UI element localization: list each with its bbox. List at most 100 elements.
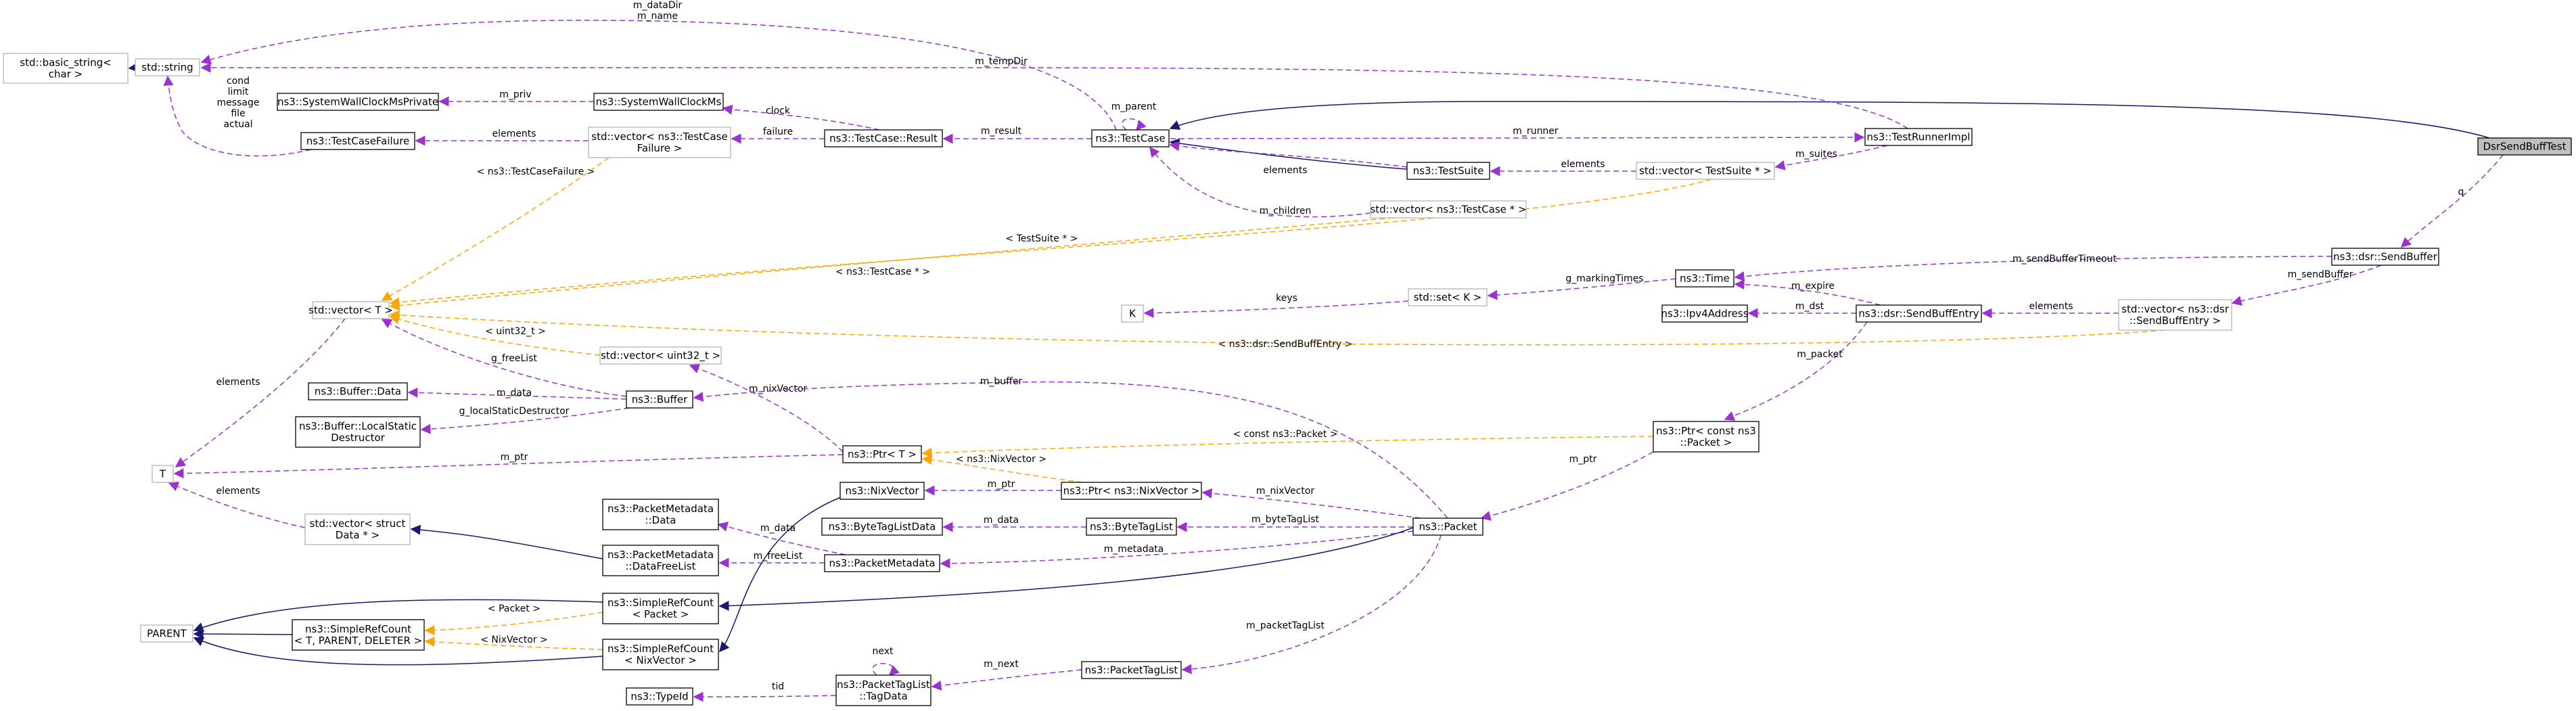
node-box (1121, 304, 1144, 323)
class-node-simplerefcount-packet[interactable]: ns3::SimpleRefCount< Packet > (602, 593, 719, 624)
edge-line (1170, 132, 1865, 143)
class-node-ptr-nixvector[interactable]: ns3::Ptr< ns3::NixVector > (1061, 482, 1202, 500)
class-node-vector-t[interactable]: std::vector< T > (308, 301, 393, 319)
class-node-packetmetadata-data[interactable]: ns3::PacketMetadata::Data (602, 499, 719, 530)
class-node-testsuite[interactable]: ns3::TestSuite (1406, 162, 1490, 180)
node-label: ns3::TestCaseFailure (306, 135, 410, 147)
class-node-testcasefailure[interactable]: ns3::TestCaseFailure (300, 132, 415, 150)
edge-line (175, 318, 346, 467)
class-node-bytetaglist[interactable]: ns3::ByteTagList (1086, 518, 1177, 536)
class-node-time[interactable]: ns3::Time (1675, 269, 1734, 288)
class-node-ipv4address[interactable]: ns3::Ipv4Address (1661, 304, 1749, 323)
class-node-testrunnerimpl[interactable]: ns3::TestRunnerImpl (1864, 128, 1973, 146)
inheritance-edge (193, 628, 293, 639)
node-label: ns3::Packet (1419, 521, 1477, 533)
edge-label: clock (766, 106, 791, 116)
usage-edge: elements (175, 318, 346, 467)
edge-line (168, 482, 306, 528)
node-label: std::set< K > (1414, 292, 1482, 304)
class-node-vector-sendbuffentry[interactable]: std::vector< ns3::dsr::SendBuffEntry > (2118, 299, 2232, 331)
class-node-testcase-result[interactable]: ns3::TestCase::Result (824, 129, 943, 147)
class-node-k[interactable]: K (1121, 304, 1144, 323)
edge-label: keys (1276, 293, 1297, 304)
class-node-typeid[interactable]: ns3::TypeId (626, 687, 693, 706)
class-node-packet[interactable]: ns3::Packet (1412, 518, 1484, 536)
edge-line (200, 62, 1908, 129)
usage-edge: m_data (942, 515, 1086, 532)
class-node-packettaglist[interactable]: ns3::PacketTagList (1081, 661, 1182, 679)
usage-edge: m_nixVector (689, 363, 844, 453)
node-box (599, 346, 722, 365)
usage-edge: m_children (1149, 146, 1371, 218)
edge-line (1734, 279, 1881, 306)
class-node-vector-uint32[interactable]: std::vector< uint32_t > (599, 346, 722, 365)
node-label: ns3::TestSuite (1413, 165, 1484, 177)
edge-label: actual (223, 119, 252, 130)
node-box (593, 93, 724, 111)
class-node-testcase[interactable]: ns3::TestCase (1091, 129, 1170, 147)
edge-label: < ns3::NixVector > (956, 454, 1046, 465)
edge-line (1169, 101, 2490, 139)
template-edge: < ns3::TestCase * > (389, 217, 1394, 311)
class-node-buffer[interactable]: ns3::Buffer (626, 390, 693, 409)
edge-label: m_dst (1795, 301, 1824, 312)
edge-label: m_name (637, 11, 678, 22)
class-node-basic-string[interactable]: std::basic_string<char > (3, 53, 129, 84)
edge-line (722, 104, 880, 131)
class-node-simplerefcount-tpd[interactable]: ns3::SimpleRefCount< T, PARENT, DELETER … (292, 619, 425, 651)
class-node-ptr-const-packet[interactable]: ns3::Ptr< const ns3::Packet > (1653, 421, 1760, 453)
class-node-dsrsendbufftest[interactable]: DsrSendBuffTest (2477, 137, 2572, 156)
inheritance-edge (1169, 101, 2490, 139)
class-node-sendbuffer[interactable]: ns3::dsr::SendBuffer (2331, 248, 2439, 266)
usage-edge: m_ptr (924, 479, 1061, 496)
class-node-buffer-data[interactable]: ns3::Buffer::Data (308, 382, 408, 400)
node-label: ::Data (645, 514, 676, 526)
usage-edge: elements (415, 129, 589, 146)
edge-label: < const ns3::Packet > (1233, 429, 1337, 440)
class-node-set-k[interactable]: std::set< K > (1408, 288, 1488, 306)
class-node-bytetaglistdata[interactable]: ns3::ByteTagListData (821, 518, 943, 536)
class-node-std-string[interactable]: std::string (135, 58, 200, 76)
edge-line (1487, 278, 1676, 300)
class-node-simplerefcount-nixvector[interactable]: ns3::SimpleRefCount< NixVector > (602, 639, 719, 670)
template-edge: < TestSuite * > (389, 179, 1712, 308)
template-edge: < uint32_t > (389, 314, 601, 356)
class-node-parent[interactable]: PARENT (140, 624, 193, 643)
node-box (1061, 482, 1202, 500)
class-node-vector-testsuite[interactable]: std::vector< TestSuite * > (1636, 162, 1775, 180)
class-node-wallclock[interactable]: ns3::SystemWallClockMs (593, 93, 724, 111)
edge-line (200, 20, 1117, 131)
node-label: std::vector< T > (308, 304, 393, 317)
usage-edge: m_sendBufferTimeout (1734, 254, 2332, 281)
class-node-ptr-t[interactable]: ns3::Ptr< T > (842, 445, 922, 463)
node-label: < Packet > (632, 608, 689, 620)
node-label: std::vector< ns3::TestCase (591, 131, 727, 143)
node-label: PARENT (147, 628, 187, 640)
class-node-vector-failure[interactable]: std::vector< ns3::TestCaseFailure > (588, 127, 731, 158)
edge-label: m_dataDir (633, 0, 683, 11)
class-node-packetmetadata-freelist[interactable]: ns3::PacketMetadata::DataFreeList (602, 545, 719, 576)
edges-layer: m_dataDirm_namem_tempDircondlimitmessage… (128, 0, 2504, 702)
class-node-packetmetadata[interactable]: ns3::PacketMetadata (824, 554, 940, 572)
edge-label: m_buffer (980, 376, 1023, 387)
class-node-packettaglist-tagdata[interactable]: ns3::PacketTagList::TagData (835, 674, 932, 706)
class-node-wallclock-private[interactable]: ns3::SystemWallClockMsPrivate (277, 93, 439, 111)
node-label: < T, PARENT, DELETER > (294, 635, 422, 647)
node-box (1091, 129, 1170, 147)
class-node-nixvector[interactable]: ns3::NixVector (840, 482, 925, 500)
edge-label: < TestSuite * > (1005, 233, 1078, 244)
node-label: ns3::SystemWallClockMsPrivate (277, 96, 438, 108)
class-node-vector-testcase[interactable]: std::vector< ns3::TestCase * > (1370, 200, 1527, 219)
edge-line (940, 530, 1414, 569)
class-node-t[interactable]: T (152, 465, 174, 483)
class-node-sendbuffentry[interactable]: ns3::dsr::SendBuffEntry (1856, 304, 1982, 323)
node-label: std::string (141, 62, 193, 74)
edge-line (1734, 256, 2332, 281)
node-box (295, 416, 421, 448)
edge-line (2400, 154, 2504, 248)
node-label: Data * > (336, 529, 380, 541)
edge-label: failure (763, 127, 793, 137)
